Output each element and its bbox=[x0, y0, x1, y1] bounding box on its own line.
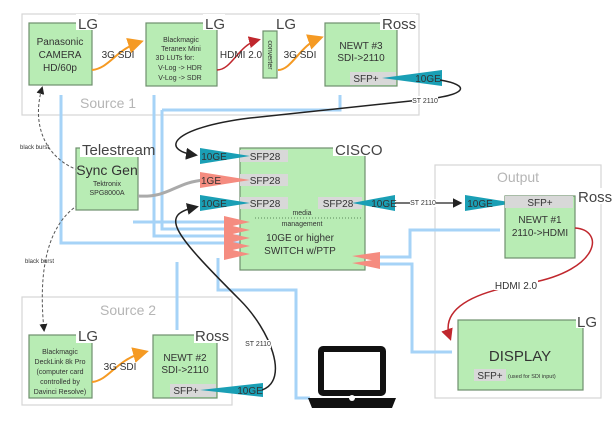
teranex-text: Blackmagic bbox=[163, 37, 199, 44]
cable-label: black burst bbox=[20, 145, 49, 151]
link-wedge bbox=[382, 70, 442, 86]
cable-label: ST 2110 bbox=[410, 200, 436, 207]
link-wedge bbox=[352, 195, 395, 211]
decklink-vendor: LG bbox=[78, 328, 98, 345]
decklink-text: controlled by bbox=[40, 379, 80, 386]
newt3-port bbox=[350, 72, 396, 85]
decklink-text: DeckLink 8k Pro bbox=[35, 359, 86, 366]
newt3-text: SDI->2110 bbox=[337, 53, 385, 64]
camera-box bbox=[28, 22, 93, 86]
output-group bbox=[434, 164, 602, 399]
link-label: 10GE bbox=[371, 199, 397, 210]
syncgen-text: Tektronix bbox=[93, 181, 122, 188]
newt3-text: NEWT #3 bbox=[339, 41, 383, 52]
newt2-text: NEWT #2 bbox=[163, 353, 207, 364]
newt1-text: NEWT #1 bbox=[518, 215, 562, 226]
display-note: (used for SDI input) bbox=[508, 374, 556, 380]
camera-text: CAMERA bbox=[39, 50, 82, 61]
st2110-cable bbox=[174, 203, 277, 391]
teranex-text: Teranex Mini bbox=[161, 46, 201, 53]
cisco-port: SFP28 bbox=[250, 176, 281, 187]
sdi-cable bbox=[91, 347, 149, 383]
converter-box bbox=[262, 30, 278, 79]
decklink-text: (computer card bbox=[36, 369, 83, 376]
laptop-icon[interactable] bbox=[308, 346, 396, 408]
media-label: media bbox=[292, 210, 311, 217]
link-label: 10GE bbox=[415, 74, 441, 85]
blackburst-cable bbox=[36, 86, 79, 171]
cisco-text: SWITCH w/PTP bbox=[264, 246, 336, 257]
newt3-port-label: SFP+ bbox=[353, 74, 378, 85]
teranex-text: V-Log -> SDR bbox=[158, 75, 201, 82]
cable-label: ST 2110 bbox=[245, 341, 271, 348]
syncgen-text: SPG8000A bbox=[89, 190, 124, 197]
teranex-box bbox=[145, 22, 218, 87]
link-label: 10GE bbox=[201, 152, 227, 163]
decklink-box bbox=[28, 334, 93, 399]
link-label: 1GE bbox=[201, 176, 221, 187]
cable-label: 3G SDI bbox=[284, 50, 317, 61]
ptp-cable bbox=[137, 178, 206, 198]
link-wedge bbox=[200, 383, 263, 397]
link-wedge bbox=[200, 172, 250, 188]
syncgen-vendor: Telestream bbox=[82, 142, 155, 159]
converter-vendor: LG bbox=[276, 16, 296, 33]
display-vendor: LG bbox=[577, 314, 597, 331]
cisco-port: SFP28 bbox=[250, 152, 281, 163]
newt2-port-label: SFP+ bbox=[173, 386, 198, 397]
source2-group bbox=[21, 296, 233, 406]
newt1-vendor: Ross bbox=[578, 189, 612, 206]
cable-label: ST 2110 bbox=[412, 98, 438, 105]
link-wedge bbox=[200, 148, 250, 164]
camera-text: Panasonic bbox=[37, 37, 84, 48]
camera-vendor: LG bbox=[78, 16, 98, 33]
cisco-vendor: CISCO bbox=[335, 142, 383, 159]
st2110-cable bbox=[175, 79, 462, 160]
teranex-text: 3D LUTs for: bbox=[156, 55, 195, 62]
cisco-port: SFP28 bbox=[250, 199, 281, 210]
ethernet-lines bbox=[59, 95, 500, 400]
decklink-text: Blackmagic bbox=[42, 349, 78, 356]
cable-label: 3G SDI bbox=[102, 50, 135, 61]
camera-text: HD/60p bbox=[43, 63, 77, 74]
display-title: DISPLAY bbox=[489, 348, 551, 365]
link-wedge bbox=[200, 195, 250, 211]
source1-label: Source 1 bbox=[80, 95, 136, 111]
cisco-text: 10GE or higher bbox=[266, 233, 334, 244]
syncgen-title: Sync Gen bbox=[76, 162, 137, 178]
output-label: Output bbox=[497, 169, 539, 185]
sdi-cable bbox=[277, 34, 324, 71]
cable-label: black burst bbox=[25, 259, 54, 265]
blackburst-cable bbox=[39, 204, 79, 332]
link-label: 10GE bbox=[237, 386, 263, 397]
cable-label: HDMI 2.0 bbox=[495, 281, 538, 292]
display-port: SFP+ bbox=[477, 371, 502, 382]
link-wedge bbox=[465, 195, 515, 211]
newt3-vendor: Ross bbox=[382, 16, 416, 33]
converter-label: converter bbox=[266, 40, 273, 70]
decklink-text: Davinci Resolve) bbox=[34, 389, 87, 396]
teranex-vendor: LG bbox=[205, 16, 225, 33]
cable-label: HDMI 2.0 bbox=[220, 50, 263, 61]
teranex-text: V-Log -> HDR bbox=[158, 65, 202, 72]
link-label: 10GE bbox=[467, 199, 493, 210]
sdi-cable bbox=[91, 38, 144, 71]
cisco-port: SFP28 bbox=[323, 199, 354, 210]
cable-label: 3G SDI bbox=[104, 362, 137, 373]
management-label: management bbox=[282, 221, 323, 228]
ethernet-port-wedges bbox=[224, 216, 380, 269]
hdmi-cable bbox=[216, 36, 261, 71]
newt1-port-label: SFP+ bbox=[527, 198, 552, 209]
newt2-vendor: Ross bbox=[195, 328, 229, 345]
source2-label: Source 2 bbox=[100, 302, 156, 318]
newt1-text: 2110->HDMI bbox=[512, 228, 568, 239]
link-label: 10GE bbox=[201, 199, 227, 210]
newt2-text: SDI->2110 bbox=[161, 365, 209, 376]
